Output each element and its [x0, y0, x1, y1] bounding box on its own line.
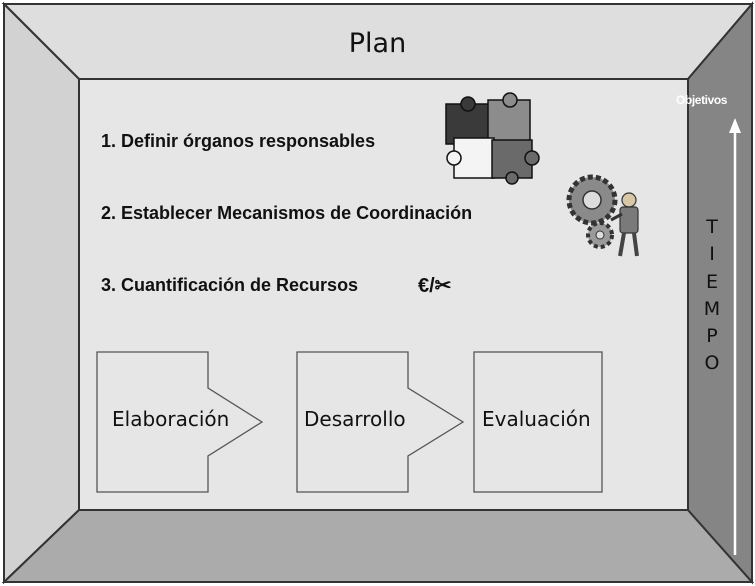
tiempo-letter: O [704, 352, 720, 375]
plan-item-3: 3. Cuantificación de Recursos [101, 275, 359, 295]
plan-item-2: 2. Establecer Mecanismos de Coordinación [101, 203, 473, 223]
step-label-desarrollo: Desarrollo [304, 407, 406, 431]
step-shape-desarrollo [296, 351, 465, 493]
step-label-elaboracion: Elaboración [112, 407, 230, 431]
tiempo-letter: M [703, 297, 721, 320]
step-label-evaluacion: Evaluación [482, 407, 591, 431]
plan-item-1: 1. Definir órganos responsables [101, 131, 376, 151]
diagram-title: Plan [348, 28, 407, 59]
gears-worker-icon [566, 174, 639, 257]
tiempo-letter: P [706, 325, 718, 348]
tiempo-letter: T [706, 216, 718, 238]
objetivos-label: Objetivos [676, 93, 728, 107]
step-shape-elaboracion [96, 351, 264, 493]
puzzle-pieces-icon [445, 92, 540, 185]
floor [1, 509, 755, 583]
time-arrow-head [729, 118, 741, 133]
tiempo-letter: I [709, 243, 715, 266]
left-wall [3, 1, 80, 585]
tiempo-letter: E [705, 270, 718, 293]
tiempo-label: T I E M P O [697, 214, 727, 378]
step-shape-evaluacion [473, 351, 603, 493]
scissors-icon: €/✂ [418, 275, 452, 297]
